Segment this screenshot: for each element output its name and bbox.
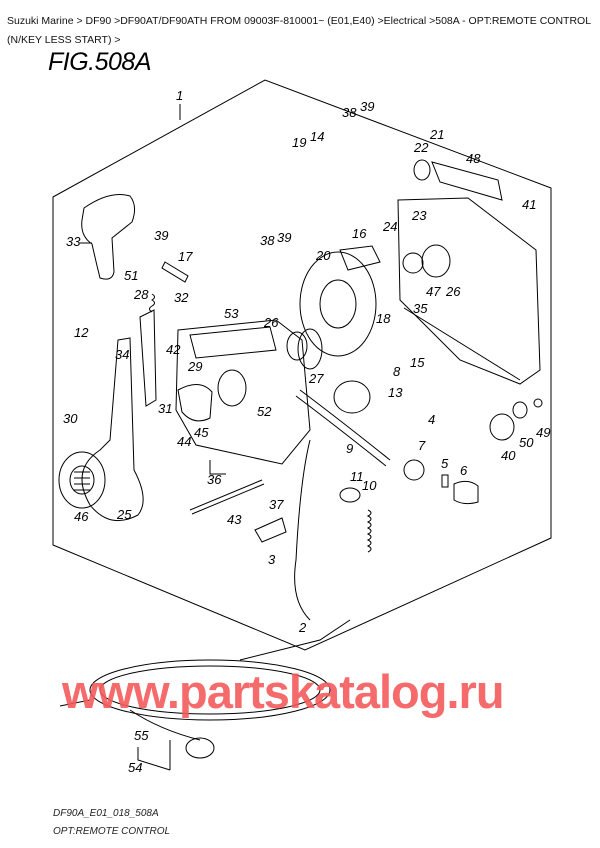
callout-12: 12 <box>74 325 89 340</box>
callout-7: 7 <box>418 438 426 453</box>
handle-grip-part <box>81 194 136 280</box>
callout-4: 4 <box>428 412 435 427</box>
callout-54: 54 <box>128 760 142 775</box>
callout-2: 2 <box>298 620 307 635</box>
breadcrumb-text[interactable]: Suzuki Marine > DF90 >DF90AT/DF90ATH FRO… <box>7 15 591 46</box>
callout-14: 14 <box>310 129 324 144</box>
callout-9: 9 <box>346 441 353 456</box>
callout-29: 29 <box>187 359 202 374</box>
callout-3: 3 <box>268 552 276 567</box>
callout-13: 13 <box>388 385 403 400</box>
callout-55: 55 <box>134 728 149 743</box>
callout-42: 42 <box>166 342 181 357</box>
callout-10: 10 <box>362 478 377 493</box>
callout-20: 20 <box>315 248 331 263</box>
drawing-code: DF90A_E01_018_508A <box>53 808 159 819</box>
callout-8: 8 <box>393 364 401 379</box>
wiring-harness-loop <box>89 659 331 721</box>
main-housing <box>175 319 311 465</box>
breadcrumb: Suzuki Marine > DF90 >DF90AT/DF90ATH FRO… <box>7 12 592 50</box>
callout-40: 40 <box>501 448 516 463</box>
buzzer <box>333 380 371 414</box>
callout-5: 5 <box>441 456 449 471</box>
callout-38b: 38 <box>260 233 275 248</box>
lever-arm-21 <box>431 161 503 201</box>
side-cover-plate <box>299 251 377 357</box>
callout-35: 35 <box>413 301 428 316</box>
callout-49: 49 <box>536 425 550 440</box>
callout-51: 51 <box>124 268 138 283</box>
callout-11: 11 <box>350 469 364 484</box>
callout-50: 50 <box>519 435 534 450</box>
callout-39c: 39 <box>277 230 291 245</box>
callout-45: 45 <box>194 425 209 440</box>
callout-labels: 1 2 3 4 5 6 7 8 9 10 11 12 13 14 15 16 1… <box>63 88 550 775</box>
callout-44: 44 <box>177 434 191 449</box>
drawing-name: OPT:REMOTE CONTROL <box>53 826 171 837</box>
callout-39b: 39 <box>154 228 168 243</box>
key-switch <box>403 459 425 481</box>
callout-41: 41 <box>522 197 536 212</box>
callout-53: 53 <box>224 306 239 321</box>
watermark: www.partskatalog.ru <box>62 665 505 718</box>
suzuki-emblem-46 <box>74 471 90 491</box>
callout-47: 47 <box>426 284 441 299</box>
callout-21: 21 <box>429 127 444 142</box>
figure-title: FIG.508A <box>48 48 152 76</box>
control-lever-arm <box>81 337 144 522</box>
callout-37: 37 <box>269 497 284 512</box>
callout-31: 31 <box>158 401 172 416</box>
callout-27: 27 <box>308 371 324 386</box>
lever-hub-plate <box>58 451 106 509</box>
lock-plate <box>139 309 157 407</box>
key-cap <box>453 480 479 505</box>
callout-16: 16 <box>352 226 367 241</box>
callout-17: 17 <box>178 249 193 264</box>
callout-36: 36 <box>207 472 222 487</box>
callout-34: 34 <box>115 347 129 362</box>
callout-18: 18 <box>376 311 391 326</box>
callout-23: 23 <box>411 208 427 223</box>
callout-26b: 26 <box>445 284 461 299</box>
callout-39: 39 <box>360 99 374 114</box>
callout-32: 32 <box>174 290 189 305</box>
callout-48: 48 <box>466 151 481 166</box>
callout-1: 1 <box>176 88 183 103</box>
callout-22: 22 <box>413 140 429 155</box>
callout-19: 19 <box>292 135 306 150</box>
callout-26: 26 <box>263 315 279 330</box>
callout-52: 52 <box>257 404 272 419</box>
callout-24: 24 <box>382 219 397 234</box>
callout-15: 15 <box>410 355 425 370</box>
callout-28: 28 <box>133 287 149 302</box>
callout-46: 46 <box>74 509 89 524</box>
indicator-panel <box>189 326 277 359</box>
callout-30: 30 <box>63 411 78 426</box>
callout-38: 38 <box>342 105 357 120</box>
callout-43: 43 <box>227 512 242 527</box>
callout-25: 25 <box>116 507 132 522</box>
harness-connector <box>185 737 215 759</box>
rear-housing-cover <box>397 197 541 385</box>
callout-6: 6 <box>460 463 468 478</box>
pin <box>161 261 189 283</box>
callout-33: 33 <box>66 234 81 249</box>
assembly-boundary-outline <box>52 79 552 651</box>
